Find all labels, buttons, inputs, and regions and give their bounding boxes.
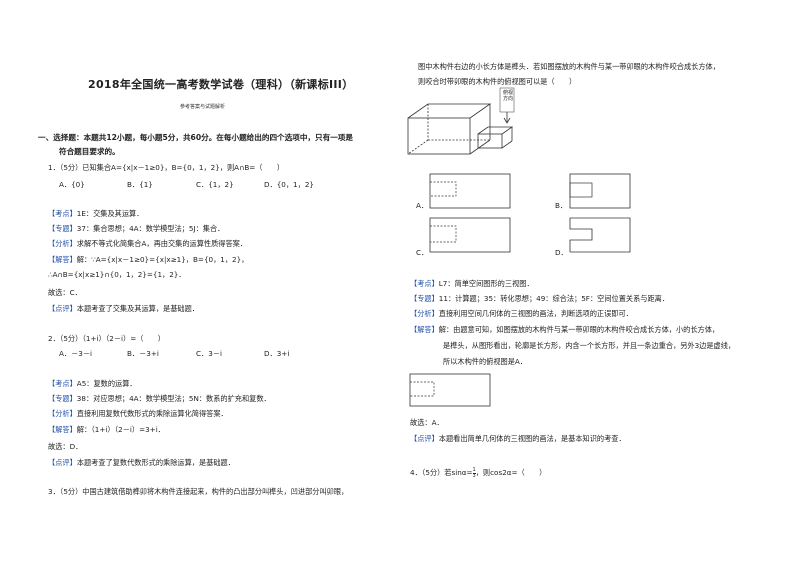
- view-direction-label: 俯视方向: [503, 90, 514, 102]
- q2-option-a: A．－3－i: [59, 349, 93, 358]
- q3-stem-3: 则咬合时带卯眼的木构件的俯视图可以是（ ）: [418, 77, 577, 86]
- q3-kaodian: 考点L7：简单空间图形的三视图．: [410, 279, 534, 288]
- q2-answer: 故选：D．: [48, 442, 83, 451]
- kaodian-label: 考点: [48, 379, 77, 388]
- q3-option-b: B．: [555, 201, 568, 210]
- q3-zhuanti: 专题11：计算题；35：转化思想；49：综合法；5F：空间位置关系与距离．: [410, 294, 669, 303]
- fenxi-label: 分析: [410, 309, 439, 318]
- q3-option-a: A．: [416, 201, 429, 210]
- q2-option-c: C．3－i: [196, 349, 222, 358]
- q1-jieda-2: ∴A∩B={x|x≥1}∩{0，1，2}={1，2}．: [48, 270, 186, 279]
- answer-a-figure: [409, 373, 491, 407]
- q2-zhuanti: 专题38：对应思想；4A：数学模型法；5N：数系的扩充和复数．: [48, 394, 271, 403]
- jieda-label: 解答: [48, 255, 77, 264]
- q1-fenxi: 分析求解不等式化简集合A，再由交集的运算性质得答案．: [48, 239, 247, 248]
- q2-jieda: 解答解：（1+i）（2－i）=3+i．: [48, 425, 165, 434]
- q2-option-b: B．－3+i: [127, 349, 159, 358]
- wood-component-figure: [407, 87, 515, 155]
- kaodian-label: 考点: [410, 279, 439, 288]
- option-d-figure: [569, 217, 631, 253]
- q1-option-b: B．{1}: [127, 180, 153, 189]
- q2-stem: 2．（5分）（1+i）（2－i）=（ ）: [48, 334, 165, 343]
- q3-dianping: 点评本题看出简单几何体的三视图的画法，是基本知识的考查．: [410, 434, 626, 443]
- q3-stem-1: 3．（5分）中国古建筑借助榫卯将木构件连接起来，构件的凸出部分叫榫头，凹进部分叫…: [48, 487, 349, 496]
- q2-option-d: D．3+i: [264, 349, 290, 358]
- q1-option-d: D．{0，1，2}: [264, 180, 314, 189]
- q1-jieda: 解答解：∵A={x|x－1≥0}={x|x≥1}，B={0，1，2}，: [48, 255, 248, 264]
- option-a-figure: [429, 173, 511, 209]
- q1-stem: 1．（5分）已知集合A={x|x－1≥0}，B={0，1，2}，则A∩B=（ ）: [48, 163, 285, 172]
- zhuanti-label: 专题: [410, 294, 439, 303]
- q3-fenxi: 分析直接利用空间几何体的三视图的画法，判断选项的正误即可．: [410, 309, 633, 318]
- page-subtitle: 参考答案与试题解析: [180, 104, 226, 110]
- dianping-label: 点评: [410, 434, 439, 443]
- q3-answer: 故选：A．: [410, 418, 444, 427]
- dianping-label: 点评: [48, 304, 77, 313]
- page-title: 2018年全国统一高考数学试卷（理科）（新课标III）: [88, 78, 354, 91]
- q3-stem-2: 图中木构件右边的小长方体是榫头．若如图摆放的木构件与某一带卯眼的木构件咬合成长方…: [418, 62, 720, 71]
- section-heading: 一、选择题：本题共12小题，每小题5分，共60分。在每小题给出的四个选项中，只有…: [38, 133, 353, 142]
- fenxi-label: 分析: [48, 409, 77, 418]
- q3-option-d: D．: [555, 248, 568, 257]
- option-c-figure: [429, 217, 511, 253]
- q1-dianping: 点评本题考查了交集及其运算，是基础题．: [48, 304, 199, 313]
- section-heading-cont: 符合题目要求的。: [59, 147, 120, 156]
- q3-jieda: 解答解：由题意可知，如图摆放的木构件与某一带卯眼的木构件咬合成长方体，小的长方体…: [410, 325, 719, 334]
- q3-jieda-2: 是榫头，从图形看出，轮廓是长方形，内含一个长方形，并且一条边重合，另外3边是虚线…: [443, 341, 736, 350]
- q2-kaodian: 考点A5：复数的运算．: [48, 379, 137, 388]
- option-b-figure: [569, 173, 631, 209]
- q1-option-a: A．{0}: [59, 180, 85, 189]
- q1-option-c: C．{1，2}: [196, 180, 234, 189]
- q2-dianping: 点评本题考查了复数代数形式的乘除运算，是基础题．: [48, 458, 235, 467]
- jieda-label: 解答: [410, 325, 439, 334]
- dianping-label: 点评: [48, 458, 77, 467]
- zhuanti-label: 专题: [48, 224, 77, 233]
- jieda-label: 解答: [48, 425, 77, 434]
- q3-jieda-3: 所以木构件的俯视图是A．: [443, 357, 527, 366]
- q3-option-c: C．: [416, 248, 429, 257]
- kaodian-label: 考点: [48, 209, 77, 218]
- q1-answer: 故选：C．: [48, 288, 82, 297]
- fenxi-label: 分析: [48, 239, 77, 248]
- q2-fenxi: 分析直接利用复数代数形式的乘除运算化简得答案．: [48, 409, 228, 418]
- q1-kaodian: 考点1E：交集及其运算．: [48, 209, 143, 218]
- q1-zhuanti: 专题37：集合思想；4A：数学模型法；5J：集合．: [48, 224, 224, 233]
- zhuanti-label: 专题: [48, 394, 77, 403]
